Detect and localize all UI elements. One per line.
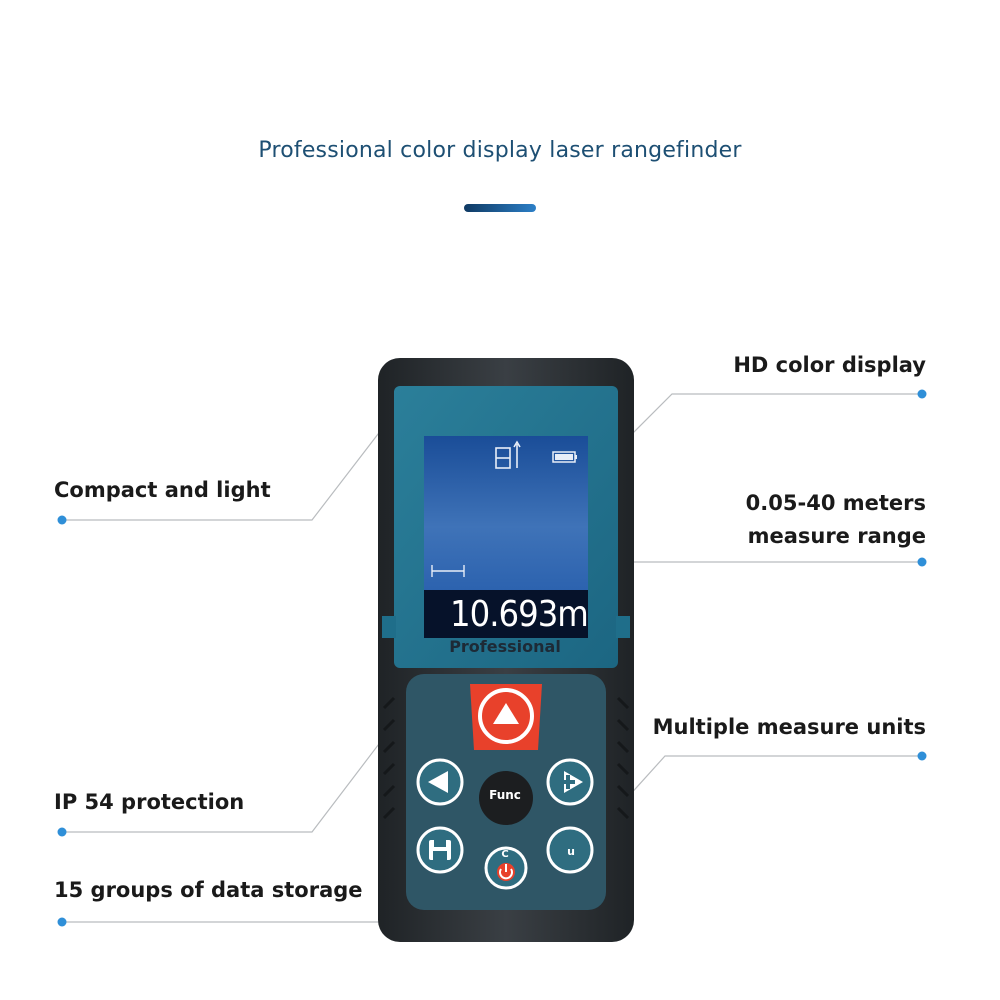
feature-hd-color-display: HD color display [733,353,926,377]
title-underline [464,204,536,212]
plus-arrow-icon [561,771,583,793]
callout-dot [57,515,67,525]
distance-icon [431,565,465,577]
area-measure-icon [495,440,521,469]
func-button [479,771,533,825]
laser-rangefinder-device [378,358,634,942]
feature-measure-range: 0.05-40 meters measure range [746,487,926,553]
brand-label: Professional [449,637,561,656]
feature-data-storage: 15 groups of data storage [54,878,363,902]
distance-reading: 10.693m [450,594,589,635]
callout-dot [57,827,67,837]
callout-dot [57,917,67,927]
feature-compact-and-light: Compact and light [54,478,271,502]
clear-button-label: C [501,849,509,860]
callout-dot [917,751,927,761]
feature-measure-range-line-2: measure range [747,524,926,548]
arrow-left-icon [428,771,448,793]
lcd-reading-area [424,590,588,638]
callout-dot [917,389,927,399]
feature-measure-range-line-1: 0.05-40 meters [745,491,926,515]
page-title: Professional color display laser rangefi… [258,138,742,163]
feature-multiple-units: Multiple measure units [652,715,926,739]
feature-ip54-protection: IP 54 protection [54,790,245,814]
unit-button [546,826,594,874]
func-button-label: Func [489,788,521,802]
floppy-disk-icon [429,840,451,860]
callout-dot [917,557,927,567]
unit-button-label: u [567,845,575,858]
triangle-up-icon [493,703,519,724]
battery-icon [552,451,577,463]
